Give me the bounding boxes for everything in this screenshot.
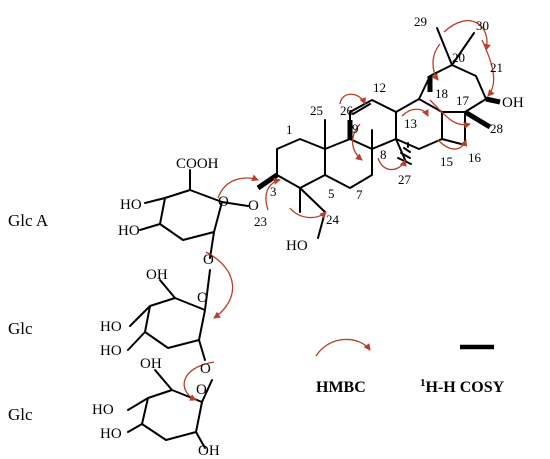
hmbc-legend-arrow [315,338,371,357]
c26-number: 26 [340,103,354,118]
c16-number: 16 [468,150,482,165]
c28-number: 28 [490,121,503,136]
c18-number: 18 [435,86,448,101]
aglycone-bonds [256,27,501,239]
functional-groups: COOH HO HO O O O OH HO HO O O OH HO HO O… [92,95,524,459]
o-glycosidic-3: O [248,198,259,214]
c21-number: 21 [490,60,503,75]
c17-number: 17 [456,93,470,108]
glc2-label: Glc [8,405,33,424]
cosy-legend-label: 1H-H COSY [420,377,505,396]
oh-glc2-6: OH [140,356,162,372]
glc1-bonds [127,269,211,361]
c3-number: 3 [270,184,277,199]
c25-number: 25 [310,103,323,118]
oh-glc1-6: OH [146,267,168,283]
glca-bonds [139,169,249,259]
glca-label: Glc A [8,211,49,230]
cooh-label: COOH [176,156,219,172]
c27-number: 27 [398,172,412,187]
ho-glc2-3: HO [100,426,122,442]
c30-number: 30 [476,18,489,33]
c29-number: 29 [414,14,427,29]
o-ring-glc2: O [196,382,207,398]
ho-c24: HO [286,238,308,254]
c20-number: 20 [452,50,465,65]
o-ring-glca: O [218,194,229,210]
c15-number: 15 [440,154,453,169]
sugar-labels: Glc A Glc Glc [8,211,49,424]
o-ring-glc1: O [197,290,208,306]
oh-glc2-2: OH [198,443,220,459]
ho-glc2-4: HO [92,402,114,418]
carbon-numbers: 1 3 5 7 8 9 12 13 15 16 17 18 20 21 23 2… [254,14,503,229]
hmbc-correlations [183,20,495,401]
c23-number: 23 [254,214,267,229]
ho-glca-2: HO [120,197,142,213]
glc1-label: Glc [8,319,33,338]
cosy-legend-sup1: 1 [420,377,426,389]
c13-number: 13 [404,116,417,131]
cosy-legend-text: H-H COSY [426,379,505,396]
c9-number: 9 [352,121,359,136]
c7-number: 7 [356,187,363,202]
glc2-bonds [127,369,213,449]
c24-number: 24 [326,212,340,227]
c8-number: 8 [380,147,387,162]
hmbc-legend-label: HMBC [316,379,366,396]
c1-number: 1 [286,122,293,137]
ho-glc1-4: HO [100,319,122,335]
c12-number: 12 [373,80,386,95]
ho-glc1-3: HO [100,343,122,359]
o-glycosidic-2: O [203,252,214,268]
oh-c22: OH [502,95,524,111]
o-glycosidic-glc: O [200,361,211,377]
legend: HMBC 1H-H COSY [315,338,505,396]
c5-number: 5 [328,186,335,201]
ho-glca-3: HO [118,223,140,239]
